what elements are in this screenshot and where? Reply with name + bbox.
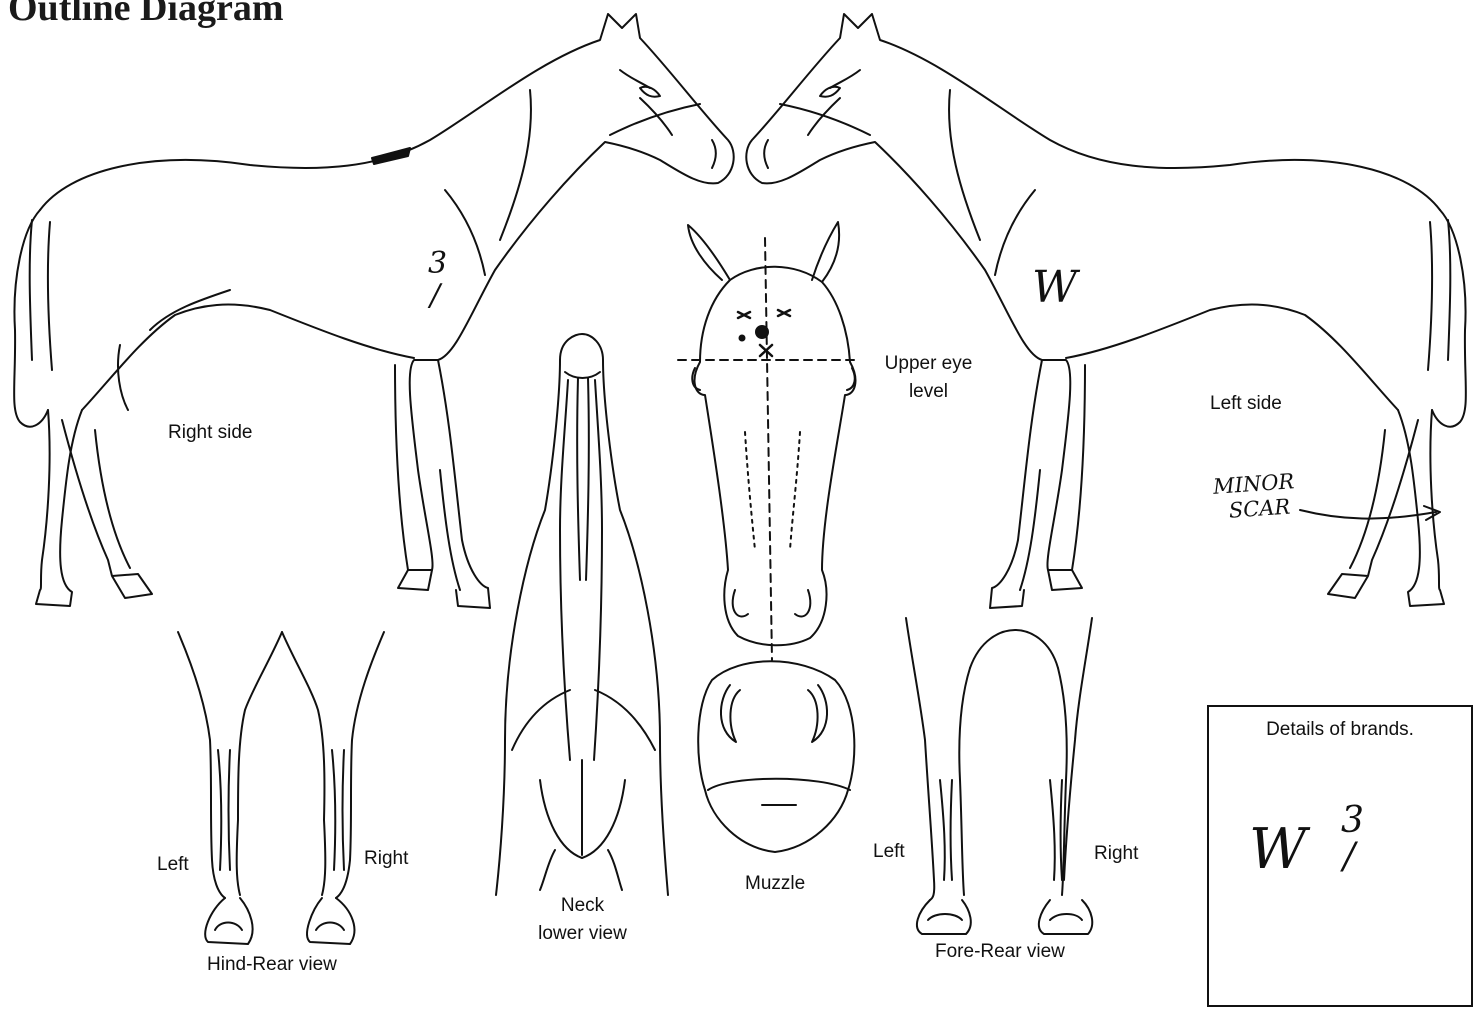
fore-rear-view-legs xyxy=(906,618,1092,934)
brand-details-box: Details of brands. W 3 / xyxy=(1207,705,1473,1007)
brand-details-stroke: / xyxy=(1341,839,1364,875)
neck-lower-view-label: Neck lower view xyxy=(520,892,645,947)
neck-label-line-2: lower view xyxy=(520,920,645,948)
right-side-brand-3: 3 xyxy=(428,248,447,280)
brand-details-mark: 3 / xyxy=(1341,803,1364,875)
left-side-horse-outline xyxy=(746,14,1466,608)
upper-eye-level-label: Upper eye level xyxy=(866,350,991,405)
fore-rear-view-label: Fore-Rear view xyxy=(935,938,1065,966)
right-side-brand-mark: 3 / xyxy=(428,248,447,312)
neck-lower-view-outline xyxy=(496,334,668,895)
fore-left-label: Left xyxy=(873,838,905,866)
muzzle-label: Muzzle xyxy=(745,870,805,898)
brand-details-3: 3 xyxy=(1341,803,1364,839)
hind-right-label: Right xyxy=(364,845,408,873)
left-side-label: Left side xyxy=(1210,390,1282,418)
fore-right-label: Right xyxy=(1094,840,1138,868)
neck-label-line-1: Neck xyxy=(520,892,645,920)
minor-scar-annotation: MINOR SCAR xyxy=(1212,469,1296,525)
right-side-brand-stroke: / xyxy=(428,280,447,312)
head-front-view-outline xyxy=(678,222,858,660)
upper-eye-level-line-2: level xyxy=(866,378,991,406)
brand-details-letter: W xyxy=(1249,817,1307,882)
right-side-horse-outline xyxy=(14,14,734,608)
hind-left-label: Left xyxy=(157,851,189,879)
hind-rear-view-label: Hind-Rear view xyxy=(207,951,337,979)
upper-eye-level-line-1: Upper eye xyxy=(866,350,991,378)
right-side-label: Right side xyxy=(168,419,253,447)
hind-rear-view-legs xyxy=(178,632,384,944)
left-side-brand-mark: W xyxy=(1032,262,1077,313)
brand-details-title: Details of brands. xyxy=(1209,719,1471,741)
muzzle-view-outline xyxy=(698,661,854,852)
